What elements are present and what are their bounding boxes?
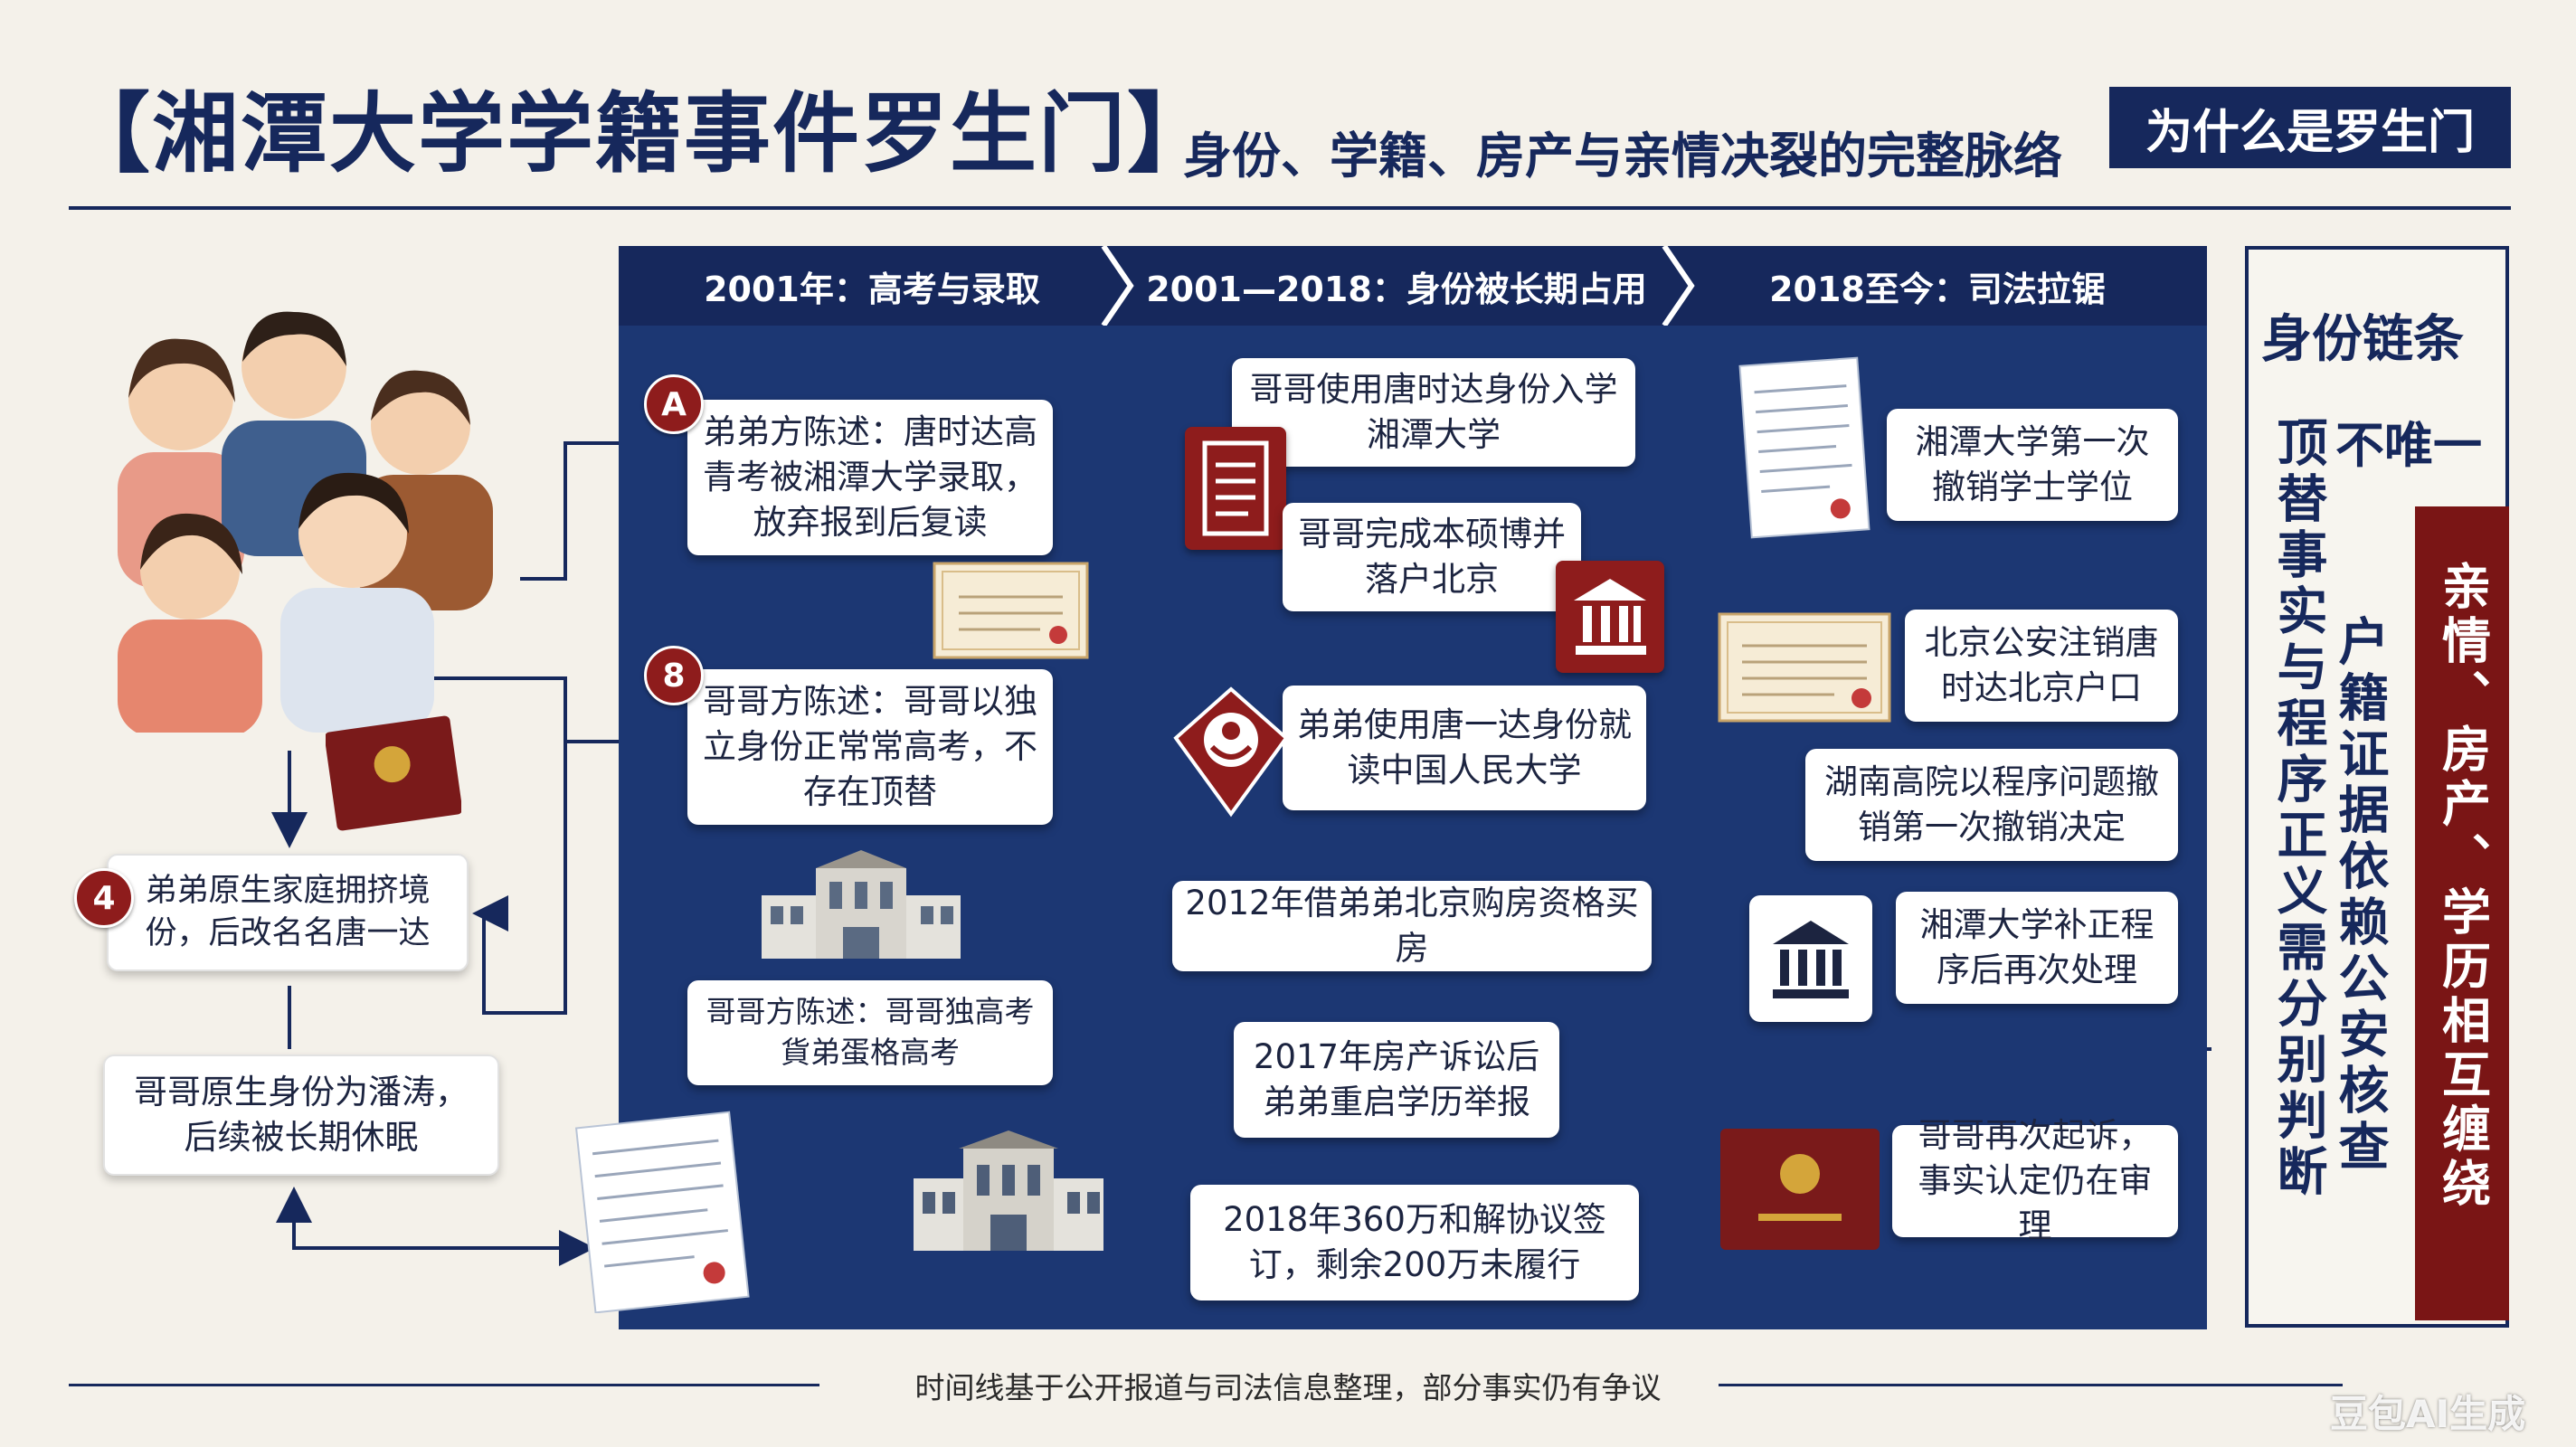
phase-2-header: 2001—2018：身份被长期占用 (1125, 246, 1668, 326)
emblem-icon (1173, 686, 1289, 818)
event-card: 哥哥使用唐时达身份入学湘潭大学 (1232, 358, 1635, 467)
card-text: 弟弟使用唐一达身份就读中国人民大学 (1297, 705, 1632, 790)
chevron-right-icon (1101, 246, 1134, 326)
registry-form-icon (574, 1111, 750, 1313)
elder-brother-exam-card: 哥哥方陈述：哥哥独高考貨弟蛋格高考 (687, 980, 1053, 1085)
phase-3-header: 2018至今：司法拉锯 (1668, 246, 2207, 326)
badge-4: 4 (74, 868, 134, 928)
why-rashomon-tag: 为什么是罗生门 (2109, 87, 2511, 168)
card-text: 哥哥完成本硕博并落户北京 (1298, 515, 1566, 599)
bank-building-icon (1749, 895, 1872, 1022)
event-card: 湖南高院以程序问题撤销第一次撤销决定 (1805, 749, 2178, 861)
campus-building-icon (762, 850, 961, 959)
younger-brother-statement-card: 弟弟方陈述：唐时达高青考被湘潭大学录取，放弃报到后复读 (687, 400, 1053, 555)
card-text: 哥哥使用唐时达身份入学湘潭大学 (1249, 370, 1618, 454)
watermark: 豆包AI生成 (2330, 1392, 2526, 1436)
card-text: 2018年360万和解协议签订，剩余200万未履行 (1223, 1200, 1606, 1284)
card-text: 哥哥方陈述：哥哥以独立身份正常常高考，不存在顶替 (703, 682, 1037, 811)
identity-chain-title: 身份链条 (2261, 310, 2464, 369)
card-text: 湖南高院以程序问题撤销第一次撤销决定 (1824, 762, 2159, 846)
certificate-icon (1718, 612, 1891, 723)
event-card: 湘潭大学第一次撤销学士学位 (1887, 409, 2178, 521)
card-text: 哥哥再次起诉，事实认定仍在审理 (1918, 1116, 2153, 1245)
younger-brother-origin-card: 弟弟原生家庭拥挤境份，后改名名唐一达 (107, 854, 469, 971)
certificate-icon (933, 562, 1089, 659)
document-icon (1185, 427, 1286, 550)
passport-icon (326, 715, 461, 831)
card-text: 2012年借弟弟北京购房资格买房 (1185, 884, 1639, 968)
chevron-right-icon (1662, 246, 1695, 326)
card-text: 湘潭大学补正程序后再次处理 (1919, 905, 2155, 989)
page-subtitle: 身份、学籍、房产与亲情决裂的完整脉络 (1183, 128, 2062, 184)
card-text: 北京公安注销唐时达北京户口 (1924, 623, 2159, 707)
event-card: 北京公安注销唐时达北京户口 (1905, 610, 2178, 722)
campus-building-icon (914, 1130, 1103, 1251)
footer-rule (1719, 1384, 2343, 1386)
header-divider (69, 206, 2511, 210)
card-text: 哥哥方陈述：哥哥独高考貨弟蛋格高考 (706, 994, 1035, 1070)
card-text: 哥哥原生身份为潘涛，后续被长期休眠 (134, 1073, 469, 1157)
elder-brother-origin-card: 哥哥原生身份为潘涛，后续被长期休眠 (103, 1055, 499, 1176)
event-card: 2017年房产诉讼后弟弟重启学历举报 (1234, 1022, 1559, 1138)
event-card: 2012年借弟弟北京购房资格买房 (1172, 881, 1652, 971)
event-card: 哥哥再次起诉，事实认定仍在审理 (1892, 1116, 2178, 1245)
entanglement-text: 亲情、房产、学历相互缠绕 (2433, 561, 2491, 1212)
registry-form-icon (1738, 356, 1870, 539)
passport-icon (1720, 1129, 1880, 1250)
card-text: 湘潭大学第一次撤销学士学位 (1915, 422, 2150, 506)
card-text: 弟弟原生家庭拥挤境份，后改名名唐一达 (145, 872, 431, 951)
phase-1-header: 2001年：高考与录取 (619, 246, 1125, 326)
event-card: 湘潭大学补正程序后再次处理 (1896, 892, 2178, 1004)
footer-rule (69, 1384, 819, 1386)
substitution-vs-procedure-text: 顶替事实与程序正义需分别判断 (2268, 416, 2327, 1201)
family-illustration-icon (118, 311, 493, 733)
page-title: 【湘潭大学学籍事件罗生门】 (63, 83, 1216, 184)
card-text: 2017年房产诉讼后弟弟重启学历举报 (1253, 1037, 1540, 1121)
badge-8: 8 (644, 646, 704, 705)
footer-note: 时间线基于公开报道与司法信息整理，部分事实仍有争议 (914, 1370, 1662, 1405)
event-card: 哥哥完成本硕博并落户北京 (1283, 503, 1581, 611)
event-card: 2018年360万和解协议签订，剩余200万未履行 (1190, 1185, 1639, 1300)
registry-evidence-text: 户籍证据依赖公安核查 (2330, 615, 2389, 1176)
badge-a: A (644, 374, 704, 434)
elder-brother-statement-card: 哥哥方陈述：哥哥以独立身份正常常高考，不存在顶替 (687, 669, 1053, 825)
bank-building-icon (1556, 561, 1664, 673)
not-unique-label: 不唯一 (2335, 417, 2482, 474)
event-card: 弟弟使用唐一达身份就读中国人民大学 (1283, 686, 1646, 810)
entanglement-banner: 亲情、房产、学历相互缠绕 (2415, 506, 2509, 1320)
card-text: 弟弟方陈述：唐时达高青考被湘潭大学录取，放弃报到后复读 (703, 412, 1037, 542)
